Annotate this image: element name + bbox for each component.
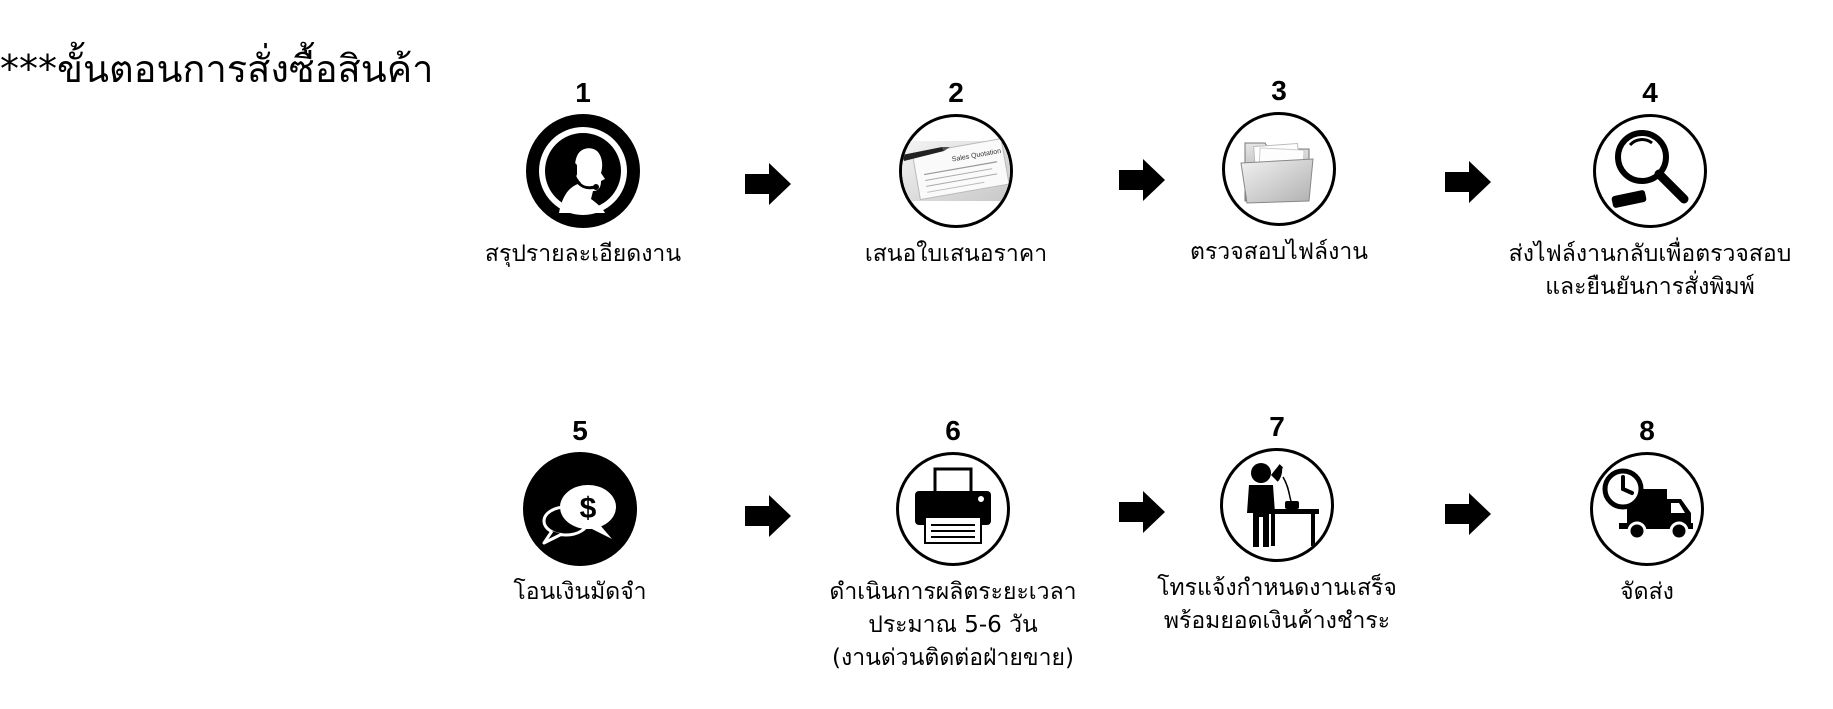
step-8: 8 จัดส่ง	[1497, 414, 1797, 609]
arrow-right-icon	[743, 492, 793, 540]
step-icon-circle	[1593, 114, 1707, 228]
arrow-right-icon	[1443, 158, 1493, 206]
step-number: 4	[1642, 77, 1658, 108]
step-label-line: สรุปรายละเอียดงาน	[484, 241, 682, 267]
printer-icon	[915, 467, 991, 544]
step-label: ส่งไฟล์งานกลับเพื่อตรวจสอบ และยืนยันการส…	[1500, 238, 1800, 304]
headset-support-icon	[539, 127, 627, 215]
step-number: 7	[1269, 411, 1285, 442]
step-label-line: ตรวจสอบไฟล์งาน	[1190, 239, 1368, 265]
sales-quotation-document-icon: Sales Quotation	[902, 138, 1010, 201]
step-icon-circle	[526, 114, 640, 228]
magnifier-icon	[1611, 130, 1689, 208]
step-7: 7 โทรแจ้งกำหนดงานเสร็จ พร้อมยอดเงินค้างช…	[1127, 410, 1427, 638]
step-icon-circle: $	[523, 452, 637, 566]
step-label-line: ดำเนินการผลิตระยะเวลา	[829, 579, 1077, 605]
step-icon-circle	[1590, 452, 1704, 566]
step-label-line: และยืนยันการสั่งพิมพ์	[1545, 274, 1755, 300]
step-number: 5	[572, 415, 588, 446]
step-icon-circle	[1220, 448, 1334, 562]
step-label: สรุปรายละเอียดงาน	[433, 238, 733, 271]
step-number: 3	[1271, 75, 1287, 106]
step-label-line: โอนเงินมัดจำ	[513, 579, 647, 605]
arrow-right-icon	[1117, 156, 1167, 204]
dollar-chat-bubbles-icon: $	[542, 485, 616, 545]
step-label-line: จัดส่ง	[1620, 579, 1674, 605]
step-label: โอนเงินมัดจำ	[430, 576, 730, 609]
arrow-right-icon	[1117, 488, 1167, 536]
arrow-right-icon	[1443, 490, 1493, 538]
step-label-line: ส่งไฟล์งานกลับเพื่อตรวจสอบ	[1508, 241, 1792, 267]
step-label: จัดส่ง	[1497, 576, 1797, 609]
step-5: 5 $ โอนเงินมัดจำ	[430, 414, 730, 609]
dollar-sign-text: $	[580, 492, 597, 525]
step-6: 6 ดำเนินการผลิตระยะเวลา ประมาณ 5-6 วัน (…	[803, 414, 1103, 675]
step-label: โทรแจ้งกำหนดงานเสร็จ พร้อมยอดเงินค้างชำร…	[1127, 572, 1427, 638]
step-number: 8	[1639, 415, 1655, 446]
folder-icon	[1240, 142, 1314, 204]
step-2: 2 Sales Quotation เสนอใบเสนอราคา	[806, 76, 1106, 271]
delivery-truck-clock-icon	[1602, 468, 1693, 541]
step-label-line: โทรแจ้งกำหนดงานเสร็จ	[1157, 575, 1397, 601]
step-label: เสนอใบเสนอราคา	[806, 238, 1106, 271]
step-icon-circle	[896, 452, 1010, 566]
step-1: 1 สรุปรายละเอียดงาน	[433, 76, 733, 271]
step-number: 1	[575, 77, 591, 108]
arrow-right-icon	[743, 160, 793, 208]
page-title: ***ขั้นตอนการสั่งซื้อสินค้า	[0, 47, 434, 91]
step-label: ดำเนินการผลิตระยะเวลา ประมาณ 5-6 วัน (งา…	[803, 576, 1103, 675]
person-on-phone-icon	[1247, 463, 1319, 547]
step-3: 3 ตรวจสอบไฟล์งาน	[1129, 74, 1429, 269]
step-icon-circle: Sales Quotation	[899, 114, 1013, 228]
step-label: ตรวจสอบไฟล์งาน	[1129, 236, 1429, 269]
step-icon-circle	[1222, 112, 1336, 226]
step-4: 4 ส่งไฟล์งานกลับเพื่อตรวจสอบ และยืนยันกา…	[1500, 76, 1800, 304]
step-label-line: เสนอใบเสนอราคา	[864, 241, 1048, 267]
step-label-line: (งานด่วนติดต่อฝ่ายขาย)	[832, 645, 1074, 671]
step-number: 6	[945, 415, 961, 446]
step-number: 2	[948, 77, 964, 108]
step-label-line: ประมาณ 5-6 วัน	[868, 612, 1038, 638]
step-label-line: พร้อมยอดเงินค้างชำระ	[1163, 608, 1391, 634]
